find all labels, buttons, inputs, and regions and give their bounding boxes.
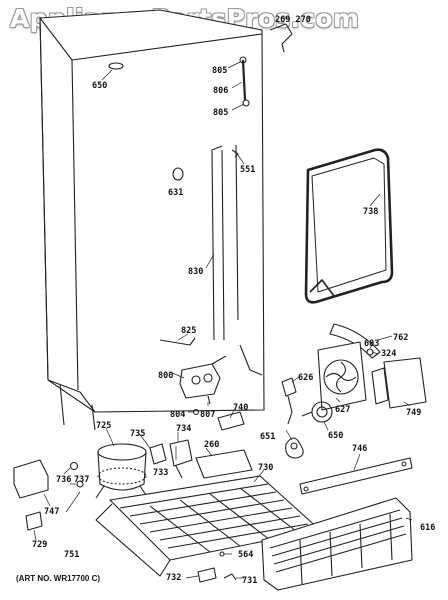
fan-blade-651 (285, 437, 304, 459)
label-830: 830 (188, 267, 203, 277)
label-627: 627 (335, 405, 350, 415)
grille-616 (261, 497, 413, 591)
label-734: 734 (176, 424, 191, 434)
part-732 (197, 567, 217, 583)
compressor-725 (95, 443, 149, 499)
screw-564 (219, 551, 225, 557)
art-number: (ART NO. WR17700 C) (16, 574, 101, 583)
part-731 (223, 573, 237, 581)
drain-pan-260 (195, 449, 253, 479)
part-729 (25, 511, 43, 531)
label-650-top: 650 (92, 81, 107, 91)
label-626: 626 (298, 373, 313, 383)
label-631: 631 (168, 188, 183, 198)
label-805-bottom: 805 (213, 108, 228, 118)
label-804: 804 (170, 410, 185, 420)
label-807: 807 (200, 410, 215, 420)
label-269-270: 269 270 (275, 15, 311, 25)
label-762: 762 (393, 333, 408, 343)
screw-807 (207, 395, 211, 405)
label-749: 749 (406, 408, 421, 418)
clip-825 (159, 337, 196, 346)
label-736: 736 (56, 475, 71, 485)
rail-746 (299, 457, 413, 495)
bracket-740 (217, 411, 245, 431)
label-651: 651 (260, 432, 275, 442)
clip-737 (76, 480, 84, 488)
label-729: 729 (32, 540, 47, 550)
label-740: 740 (233, 403, 248, 413)
label-650-bottom: 650 (328, 431, 343, 441)
label-324: 324 (381, 349, 396, 359)
cabinet (39, 9, 265, 431)
label-738: 738 (363, 207, 378, 217)
fan-shroud-627 (317, 341, 367, 411)
panel-749 (383, 357, 427, 409)
label-260: 260 (204, 440, 219, 450)
label-731: 731 (242, 576, 257, 586)
plug-631 (172, 167, 184, 181)
duct-762 (329, 323, 381, 359)
label-805-top: 805 (212, 66, 227, 76)
control-626 (281, 377, 297, 425)
label-683: 683 (364, 339, 379, 349)
label-616: 616 (420, 523, 435, 533)
bracket-269-270 (269, 23, 293, 53)
screw-551 (231, 149, 239, 158)
label-725: 725 (96, 421, 111, 431)
grommet-736 (69, 461, 79, 471)
label-564: 564 (238, 550, 253, 560)
clip-733 (175, 465, 183, 479)
label-825: 825 (181, 326, 196, 336)
label-747: 747 (44, 507, 59, 517)
plug-650-top (108, 62, 124, 70)
cover-747 (13, 459, 49, 499)
label-735: 735 (130, 429, 145, 439)
label-806: 806 (213, 86, 228, 96)
label-737: 737 (74, 475, 89, 485)
fan-motor-650 (301, 401, 333, 423)
tube-806 (241, 59, 247, 101)
label-751: 751 (64, 550, 79, 560)
label-746: 746 (352, 444, 367, 454)
overload-735 (149, 443, 167, 465)
label-730: 730 (258, 463, 273, 473)
label-800: 800 (158, 371, 173, 381)
water-valve-800 (179, 355, 227, 399)
label-733: 733 (153, 468, 168, 478)
label-551: 551 (240, 165, 255, 175)
relay-734 (169, 439, 193, 467)
label-732: 732 (166, 573, 181, 583)
heater-loop-738 (304, 148, 394, 304)
